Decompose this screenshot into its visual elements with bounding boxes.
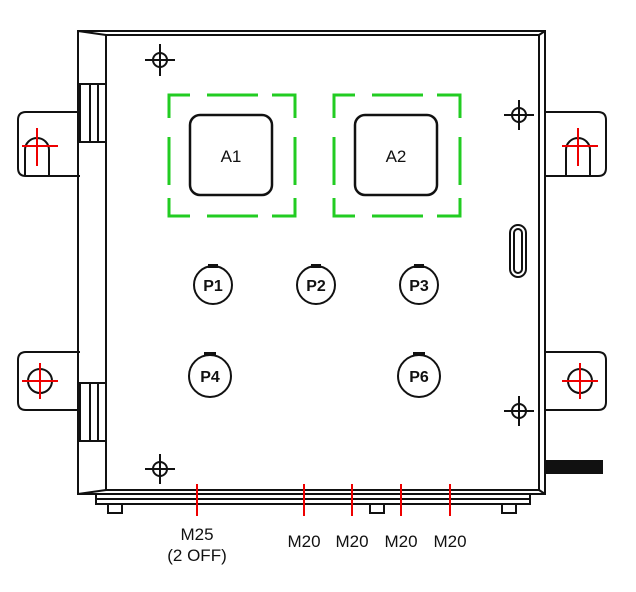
port-p2-label: P2 [306, 278, 326, 295]
gland-m20-label-1: M20 [287, 532, 320, 551]
port-p1-label: P1 [203, 278, 223, 295]
port-p4-label: P4 [200, 369, 220, 386]
gland-m20-label-3: M20 [384, 532, 417, 551]
port-p1: P1 [193, 264, 233, 305]
gland-plate [95, 493, 531, 514]
mounting-targets [145, 44, 534, 484]
port-p3-label: P3 [409, 278, 429, 295]
hinge-top [79, 83, 107, 143]
keepout-zone-a2 [332, 93, 462, 218]
component-a2-label: A2 [386, 147, 407, 166]
fixing-crosshairs [22, 128, 598, 399]
gland-m20-label-4: M20 [433, 532, 466, 551]
keepout-zone-a1 [167, 93, 297, 218]
door-latch [509, 224, 527, 278]
port-p6: P6 [397, 352, 441, 398]
port-p4: P4 [188, 352, 232, 398]
bracket-top-right [545, 111, 607, 177]
gland-markers [196, 484, 451, 516]
bracket-top-left [17, 111, 80, 177]
port-p6-label: P6 [409, 369, 429, 386]
gland-m20-label-2: M20 [335, 532, 368, 551]
gland-m25-note: (2 OFF) [167, 546, 227, 565]
port-p3: P3 [399, 264, 439, 305]
enclosure-body [77, 30, 546, 495]
component-a1: A1 [188, 113, 274, 197]
component-a2: A2 [353, 113, 439, 197]
cable [545, 460, 603, 474]
component-a1-label: A1 [221, 147, 242, 166]
port-p2: P2 [296, 264, 336, 305]
hinge-bottom [79, 382, 107, 442]
gland-m25-label: M25 [180, 525, 213, 544]
